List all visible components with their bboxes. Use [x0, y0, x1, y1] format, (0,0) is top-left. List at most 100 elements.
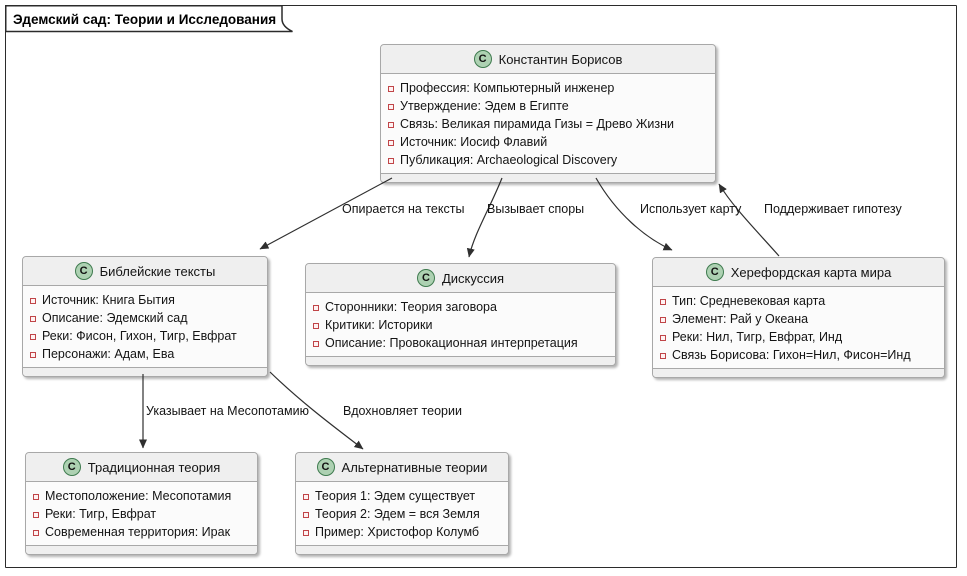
field-text: Связь Борисова: Гихон=Нил, Фисон=Инд	[672, 348, 911, 362]
field-text: Описание: Эдемский сад	[42, 311, 188, 325]
private-field-icon	[388, 103, 394, 110]
edge-label-causes-debate: Вызывает споры	[487, 202, 585, 216]
class-icon: C	[62, 458, 81, 476]
private-field-icon	[303, 529, 309, 536]
private-field-icon	[30, 315, 36, 322]
private-field-icon	[313, 322, 319, 329]
field-text: Критики: Историки	[325, 318, 433, 332]
class-fields: Местоположение: Месопотамия Реки: Тигр, …	[26, 482, 257, 545]
class-icon: C	[473, 50, 492, 68]
field-text: Описание: Провокационная интерпретация	[325, 336, 578, 350]
class-fields: Теория 1: Эдем существует Теория 2: Эдем…	[296, 482, 508, 545]
class-header: C Библейские тексты	[23, 257, 267, 286]
private-field-icon	[660, 352, 666, 359]
class-traditional-theory: C Традиционная теория Местоположение: Ме…	[25, 452, 258, 555]
class-methods-empty	[381, 173, 715, 182]
class-methods-empty	[23, 367, 267, 376]
field-text: Теория 2: Эдем = вся Земля	[315, 507, 480, 521]
edge-label-points-to-mesopotamia: Указывает на Месопотамию	[146, 404, 309, 418]
private-field-icon	[30, 333, 36, 340]
private-field-icon	[660, 316, 666, 323]
field-row: Теория 2: Эдем = вся Земля	[303, 505, 501, 523]
private-field-icon	[388, 157, 394, 164]
field-text: Современная территория: Ирак	[45, 525, 231, 539]
private-field-icon	[388, 85, 394, 92]
field-row: Источник: Иосиф Флавий	[388, 133, 708, 151]
field-row: Тип: Средневековая карта	[660, 292, 937, 310]
edge-label-relies-on-texts: Опирается на тексты	[342, 202, 465, 216]
class-header: C Традиционная теория	[26, 453, 257, 482]
class-header: C Дискуссия	[306, 264, 615, 293]
class-icon: C	[74, 262, 93, 280]
field-row: Персонажи: Адам, Ева	[30, 345, 260, 363]
private-field-icon	[388, 121, 394, 128]
field-text: Источник: Иосиф Флавий	[400, 135, 548, 149]
field-row: Пример: Христофор Колумб	[303, 523, 501, 541]
class-icon: C	[416, 269, 435, 287]
private-field-icon	[33, 493, 39, 500]
field-row: Сторонники: Теория заговора	[313, 298, 608, 316]
field-text: Сторонники: Теория заговора	[325, 300, 497, 314]
class-methods-empty	[296, 545, 508, 554]
private-field-icon	[33, 511, 39, 518]
field-text: Пример: Христофор Колумб	[315, 525, 480, 539]
field-row: Описание: Эдемский сад	[30, 309, 260, 327]
class-konstantin-borisov: C Константин Борисов Профессия: Компьюте…	[380, 44, 716, 183]
class-discussion: C Дискуссия Сторонники: Теория заговора …	[305, 263, 616, 366]
private-field-icon	[30, 297, 36, 304]
field-text: Элемент: Рай у Океана	[672, 312, 809, 326]
class-methods-empty	[26, 545, 257, 554]
field-row: Источник: Книга Бытия	[30, 291, 260, 309]
private-field-icon	[313, 340, 319, 347]
class-fields: Профессия: Компьютерный инженер Утвержде…	[381, 74, 715, 173]
field-row: Утверждение: Эдем в Египте	[388, 97, 708, 115]
field-row: Современная территория: Ирак	[33, 523, 250, 541]
class-header: C Константин Борисов	[381, 45, 715, 74]
diagram-title: Эдемский сад: Теории и Исследования	[13, 12, 277, 27]
class-icon: C	[316, 458, 335, 476]
class-alternative-theories: C Альтернативные теории Теория 1: Эдем с…	[295, 452, 509, 555]
class-hereford-map: C Херефордская карта мира Тип: Средневек…	[652, 257, 945, 378]
class-title: Библейские тексты	[99, 263, 216, 279]
field-row: Связь: Великая пирамида Гизы = Древо Жиз…	[388, 115, 708, 133]
class-fields: Тип: Средневековая карта Элемент: Рай у …	[653, 287, 944, 368]
class-fields: Сторонники: Теория заговора Критики: Ист…	[306, 293, 615, 356]
field-text: Утверждение: Эдем в Египте	[400, 99, 569, 113]
class-title: Альтернативные теории	[341, 459, 488, 475]
field-text: Публикация: Archaeological Discovery	[400, 153, 618, 167]
edge-label-supports-hypothesis: Поддерживает гипотезу	[764, 202, 902, 216]
field-row: Профессия: Компьютерный инженер	[388, 79, 708, 97]
private-field-icon	[313, 304, 319, 311]
field-row: Реки: Фисон, Гихон, Тигр, Евфрат	[30, 327, 260, 345]
class-methods-empty	[306, 356, 615, 365]
private-field-icon	[303, 493, 309, 500]
class-biblical-texts: C Библейские тексты Источник: Книга Быти…	[22, 256, 268, 377]
field-text: Реки: Тигр, Евфрат	[45, 507, 157, 521]
field-row: Публикация: Archaeological Discovery	[388, 151, 708, 169]
field-text: Профессия: Компьютерный инженер	[400, 81, 615, 95]
private-field-icon	[660, 334, 666, 341]
field-text: Теория 1: Эдем существует	[315, 489, 476, 503]
private-field-icon	[303, 511, 309, 518]
field-text: Связь: Великая пирамида Гизы = Древо Жиз…	[400, 117, 674, 131]
class-icon: C	[705, 263, 724, 281]
field-text: Тип: Средневековая карта	[672, 294, 826, 308]
field-row: Описание: Провокационная интерпретация	[313, 334, 608, 352]
class-title: Константин Борисов	[498, 51, 623, 67]
field-row: Реки: Тигр, Евфрат	[33, 505, 250, 523]
private-field-icon	[660, 298, 666, 305]
class-fields: Источник: Книга Бытия Описание: Эдемский…	[23, 286, 267, 367]
class-methods-empty	[653, 368, 944, 377]
field-text: Источник: Книга Бытия	[42, 293, 175, 307]
edge-label-inspires-theories: Вдохновляет теории	[343, 404, 462, 418]
private-field-icon	[33, 529, 39, 536]
field-text: Реки: Фисон, Гихон, Тигр, Евфрат	[42, 329, 237, 343]
field-row: Элемент: Рай у Океана	[660, 310, 937, 328]
field-text: Персонажи: Адам, Ева	[42, 347, 175, 361]
field-row: Реки: Нил, Тигр, Евфрат, Инд	[660, 328, 937, 346]
field-row: Теория 1: Эдем существует	[303, 487, 501, 505]
class-header: C Херефордская карта мира	[653, 258, 944, 287]
field-text: Местоположение: Месопотамия	[45, 489, 232, 503]
class-title: Херефордская карта мира	[730, 264, 892, 280]
